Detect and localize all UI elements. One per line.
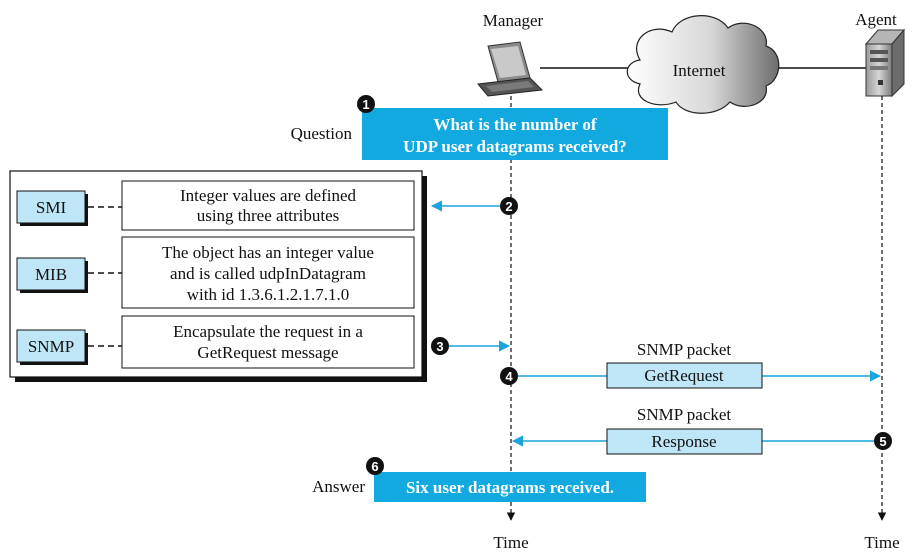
step-number: 3 bbox=[436, 339, 443, 354]
agent-label: Agent bbox=[855, 10, 897, 29]
step-badge bbox=[431, 337, 449, 355]
smi-description-box bbox=[121, 180, 415, 231]
question-label: Question bbox=[291, 124, 353, 143]
response-caption: SNMP packet bbox=[637, 405, 732, 424]
step-badge bbox=[366, 457, 384, 475]
response-packet bbox=[606, 428, 763, 455]
question-box bbox=[362, 108, 668, 160]
cloud-label: Internet bbox=[673, 61, 726, 80]
manager-time-label: Time bbox=[493, 533, 528, 552]
smi-chip-label: SMI bbox=[36, 198, 67, 217]
mib-chip bbox=[16, 257, 86, 291]
laptop-icon bbox=[477, 41, 544, 97]
step-badge bbox=[874, 432, 892, 450]
answer-label: Answer bbox=[312, 477, 365, 496]
mib-description-box bbox=[121, 236, 415, 309]
server-icon bbox=[864, 28, 906, 98]
internet-cloud: Internet bbox=[626, 15, 780, 114]
smi-chip bbox=[16, 190, 86, 224]
smi-description-line: using three attributes bbox=[197, 206, 340, 225]
mib-description-line: and is called udpInDatagram bbox=[170, 264, 366, 283]
mib-chip-label: MIB bbox=[35, 265, 67, 284]
smi-description-line: Integer values are defined bbox=[180, 186, 357, 205]
response-label: Response bbox=[651, 432, 716, 451]
question-line: What is the number of bbox=[433, 115, 596, 134]
step-badge bbox=[357, 95, 375, 113]
agent-time-label: Time bbox=[864, 533, 899, 552]
snmp-description-box bbox=[121, 315, 415, 369]
getrequest-label: GetRequest bbox=[644, 366, 724, 385]
manager-label: Manager bbox=[483, 11, 544, 30]
answer-box bbox=[374, 472, 646, 502]
mib-description-line: The object has an integer value bbox=[162, 243, 374, 262]
request-caption: SNMP packet bbox=[637, 340, 732, 359]
step-number: 4 bbox=[505, 369, 513, 384]
getrequest-packet bbox=[606, 362, 763, 389]
snmp-chip-label: SNMP bbox=[28, 337, 74, 356]
step-badge bbox=[500, 197, 518, 215]
step-number: 6 bbox=[371, 459, 378, 474]
step-number: 2 bbox=[505, 199, 512, 214]
answer-text: Six user datagrams received. bbox=[406, 478, 614, 497]
step-number: 5 bbox=[879, 434, 886, 449]
step-number: 1 bbox=[362, 97, 369, 112]
question-line: UDP user datagrams received? bbox=[403, 137, 627, 156]
snmp-description-line: GetRequest message bbox=[197, 343, 338, 362]
step-badge bbox=[500, 367, 518, 385]
snmp-description-line: Encapsulate the request in a bbox=[173, 322, 363, 341]
snmp-chip bbox=[16, 329, 86, 363]
mib-description-line: with id 1.3.6.1.2.1.7.1.0 bbox=[187, 285, 349, 304]
